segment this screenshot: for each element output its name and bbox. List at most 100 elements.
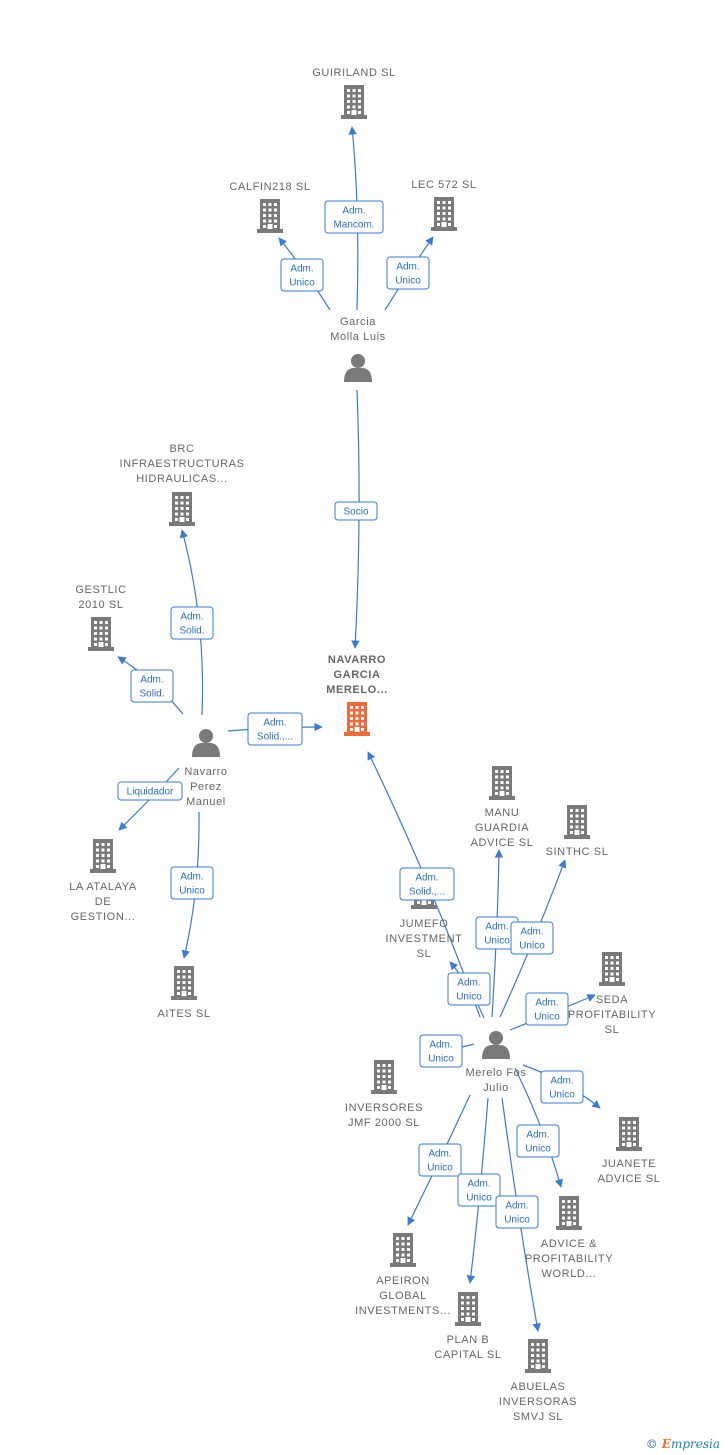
edge-label-merelo-to-sinthc[interactable]: Adm. Unico	[510, 921, 554, 955]
node-label: Julio	[483, 1082, 509, 1094]
edge-label-navarro_perez-to-navarro_garcia[interactable]: Adm. Solid.,...	[247, 712, 303, 746]
node-label: SEDA	[596, 994, 628, 1006]
node-label: WORLD...	[542, 1268, 597, 1280]
building-icon	[390, 1233, 416, 1267]
edge-label-merelo-to-abuelas[interactable]: Adm.Unico	[495, 1195, 539, 1229]
edge-label-box	[540, 1070, 584, 1104]
node-apeiron[interactable]: APEIRONGLOBALINVESTMENTS...	[355, 1233, 451, 1317]
edge-label-merelo-to-advice[interactable]: Adm.Unico	[516, 1124, 560, 1158]
brand-logo-initial: E	[661, 1437, 671, 1451]
edge-label-box	[170, 606, 214, 640]
edge-label-text: Solid.	[139, 689, 164, 700]
edge-label-garcia-to-guiriland[interactable]: Adm. Mancom.	[324, 200, 384, 234]
edge-label-text: Adm.	[342, 206, 365, 217]
edge-label-text: Unico	[466, 1193, 492, 1204]
node-inversores[interactable]: INVERSORES JMF 2000 SL	[345, 1060, 423, 1129]
brand-footer: ©Empresia	[646, 1437, 720, 1451]
edge-label-box	[386, 256, 430, 290]
node-advice[interactable]: ADVICE & PROFITABILITY WORLD...	[525, 1196, 613, 1280]
edge-label-navarro_perez-to-brc[interactable]: Adm.Solid.	[170, 606, 214, 640]
edge-label-text: Adm.	[140, 675, 163, 686]
node-label: MERELO...	[326, 684, 388, 696]
edge-label-text: Unico	[519, 941, 545, 952]
edge-label-box	[130, 669, 174, 703]
building-icon	[88, 617, 114, 651]
node-la_atalaya[interactable]: LA ATALAYADEGESTION...	[69, 839, 137, 923]
building-icon	[455, 1292, 481, 1326]
node-label: INVERSORES	[345, 1102, 423, 1114]
edge-label-text: Mancom.	[333, 220, 374, 231]
node-aites[interactable]: AITES SL	[157, 966, 210, 1020]
edge-label-box	[334, 501, 378, 521]
node-label: ABUELAS	[511, 1381, 566, 1393]
edge-label-text: Unico	[504, 1215, 530, 1226]
edge-label-text: Adm.	[457, 978, 480, 989]
edge-label-garcia-to-lec572[interactable]: Adm.Unico	[386, 256, 430, 290]
edge-label-merelo-to-juanete[interactable]: Adm.Unico	[540, 1070, 584, 1104]
person-icon	[192, 729, 220, 757]
edge-label-text: Solid.	[179, 626, 204, 637]
building-icon	[489, 766, 515, 800]
node-brc[interactable]: BRCINFRAESTRUCTURASHIDRAULICAS...	[119, 443, 244, 526]
building-icon	[525, 1339, 551, 1373]
edge-label-merelo-to-inversores[interactable]: Adm.Unico	[419, 1034, 463, 1068]
edge-label-box	[418, 1143, 462, 1177]
edge-label-text: Adm.	[485, 922, 508, 933]
node-label: Perez	[190, 781, 222, 793]
node-label: DE	[95, 896, 111, 908]
edge-label-box	[495, 1195, 539, 1229]
edge-label-navarro_perez-to-aites[interactable]: Adm.Unico	[170, 866, 214, 900]
node-label: Manuel	[186, 796, 226, 808]
edge-label-merelo-to-manu[interactable]: Adm. Unico	[475, 916, 519, 950]
edge-label-box	[247, 712, 303, 746]
node-label: PROFITABILITY	[525, 1253, 613, 1265]
edge-label-garcia-to-navarro_garcia[interactable]: Socio	[334, 501, 378, 521]
node-label: PLAN B	[447, 1334, 490, 1346]
edge-label-box	[117, 781, 183, 801]
edge-label-text: Adm.	[290, 264, 313, 275]
edge-label-text: Adm.	[526, 1130, 549, 1141]
edge-label-merelo-to-seda[interactable]: Adm.Unico	[525, 992, 569, 1026]
edge-label-text: Adm.	[520, 927, 543, 938]
node-calfin218[interactable]: CALFIN218 SL	[229, 181, 310, 233]
node-label: ADVICE SL	[471, 837, 534, 849]
edge-label-merelo-to-jumefo[interactable]: Adm.Unico	[447, 972, 491, 1006]
node-label: LEC 572 SL	[411, 179, 476, 191]
node-label: SMVJ SL	[513, 1411, 563, 1423]
node-label: ADVICE &	[541, 1238, 597, 1250]
edge-label-text: Unico	[428, 1054, 454, 1065]
edge-label-text: Adm.	[263, 718, 286, 729]
edge-label-text: Unico	[549, 1090, 575, 1101]
copyright-symbol: ©	[645, 1437, 658, 1451]
node-label: Merelo Fos	[465, 1067, 526, 1079]
edge-label-garcia-to-calfin218[interactable]: Adm.Unico	[280, 258, 324, 292]
edge-label-text: Unico	[484, 936, 510, 947]
node-guiriland[interactable]: GUIRILAND SL	[312, 67, 396, 119]
edge-label-text: Unico	[395, 276, 421, 287]
edge-label-text: Unico	[427, 1163, 453, 1174]
building-icon	[341, 85, 367, 119]
edge-label-text: Solid.,...	[257, 732, 293, 743]
building-icon	[556, 1196, 582, 1230]
node-lec572[interactable]: LEC 572 SL	[411, 179, 476, 231]
edge-label-navarro_perez-to-gestlic[interactable]: Adm. Solid.	[130, 669, 174, 703]
node-label: SL	[605, 1024, 620, 1036]
edge-label-merelo-to-navarro_garcia[interactable]: Adm.Solid.,...	[399, 867, 455, 901]
edge-label-text: Unico	[534, 1012, 560, 1023]
node-sinthc[interactable]: SINTHC SL	[546, 805, 609, 858]
edge-label-merelo-to-apeiron[interactable]: Adm.Unico	[418, 1143, 462, 1177]
edge-label-merelo-to-planb[interactable]: Adm.Unico	[457, 1173, 501, 1207]
edge-label-navarro_perez-to-la_atalaya[interactable]: Liquidador	[117, 781, 183, 801]
node-label: JMF 2000 SL	[348, 1117, 420, 1129]
node-navarro_garcia[interactable]: NAVARROGARCIAMERELO...	[326, 654, 388, 736]
